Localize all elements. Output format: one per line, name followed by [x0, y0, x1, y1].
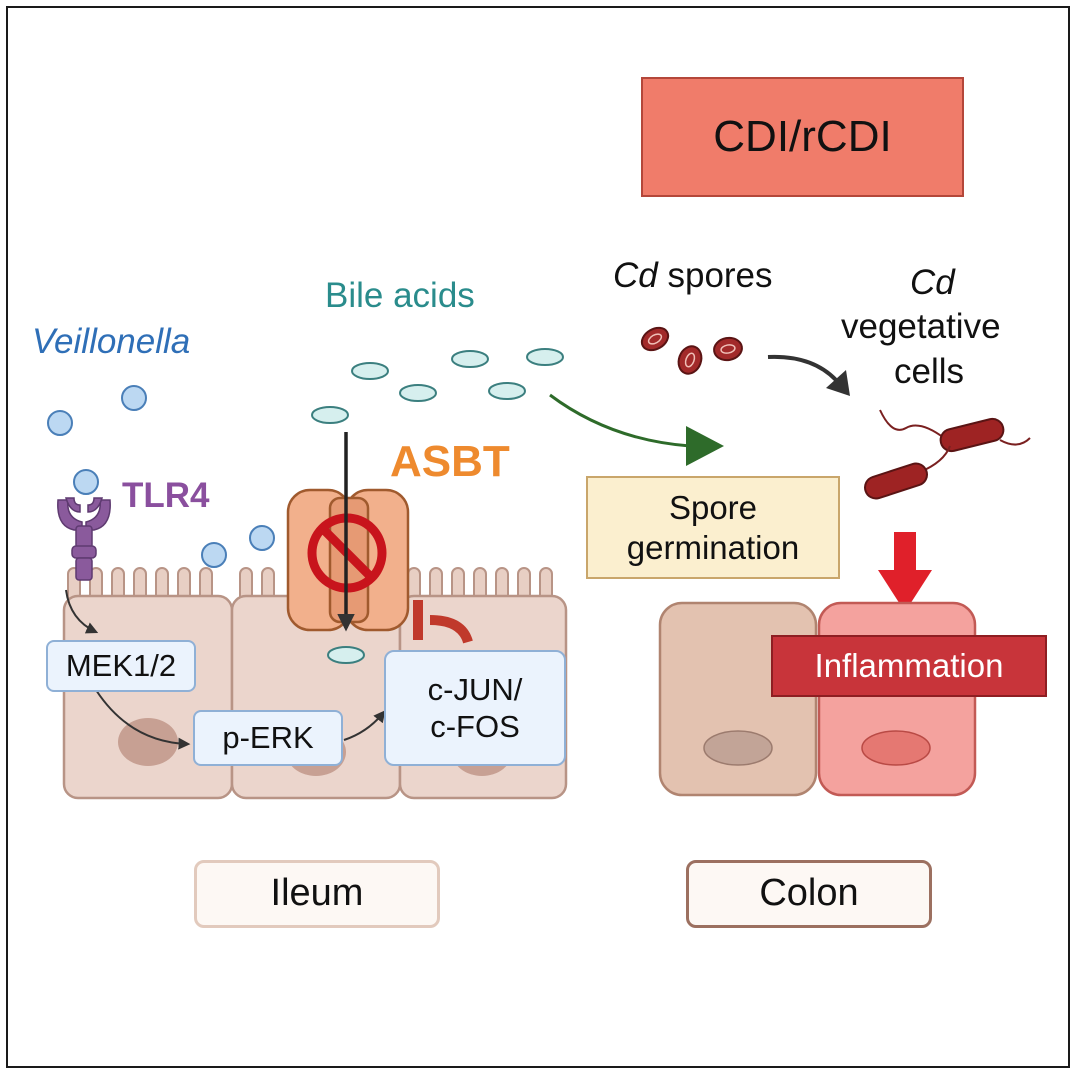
colon-cell-normal	[658, 601, 818, 797]
condition-box: CDI/rCDI	[641, 77, 964, 197]
inflammation-box: Inflammation	[771, 635, 1047, 697]
ileum-label: Ileum	[270, 872, 364, 915]
mek-box: MEK1/2	[46, 640, 196, 692]
cd-spores-italic: Cd	[613, 256, 658, 295]
veillonella-cells	[47, 385, 275, 568]
mek-label: MEK1/2	[65, 648, 177, 684]
bile-acid-particles	[311, 348, 564, 664]
inflammation-label: Inflammation	[814, 647, 1004, 685]
spore-germination-line1: Spore	[668, 488, 758, 526]
cd-spores	[640, 326, 743, 375]
spore-to-vegetative-arrowhead	[826, 370, 850, 396]
cd-vegetative-label-line1: Cd	[910, 263, 955, 302]
inflammation-arrow-shaft	[894, 532, 916, 574]
perk-label: p-ERK	[222, 720, 314, 756]
tlr4-to-mek-arrow	[65, 589, 99, 634]
perk-to-cjun-arrow	[343, 710, 386, 741]
germination-arrowhead	[686, 426, 724, 466]
colon-label-box: Colon	[686, 860, 932, 928]
colon-nucleus-inflamed	[861, 730, 931, 766]
veillonella-label: Veillonella	[32, 322, 191, 361]
spore-germination-line2: germination	[626, 528, 800, 566]
flagellum-upper-2	[999, 437, 1031, 446]
cd-vegetative-label-line3: cells	[894, 352, 965, 391]
cd-vegetative-label-line2: vegetative	[841, 307, 1001, 346]
perk-box: p-ERK	[193, 710, 343, 766]
cd-spores-label: Cd spores	[613, 258, 773, 293]
tlr4-label: TLR4	[122, 476, 210, 515]
asbt-label: ASBT	[390, 437, 510, 486]
cjun-cfos-box: c-JUN/ c-FOS	[384, 650, 566, 766]
colon-label: Colon	[759, 872, 859, 915]
cd-spores-rest: spores	[657, 256, 773, 295]
tlr4-receptor	[57, 497, 111, 581]
spore-germination-box: Spore germination	[586, 476, 840, 579]
spore-to-vegetative-arrow	[767, 354, 838, 382]
condition-label: CDI/rCDI	[713, 111, 892, 161]
cd-vegetative-cell-lower	[864, 462, 928, 500]
colon-cell-inflamed	[817, 601, 977, 797]
figure-frame	[6, 6, 1070, 1068]
bile-acids-label: Bile acids	[325, 276, 475, 315]
germination-arrow	[549, 393, 691, 448]
colon-nucleus-normal	[703, 730, 773, 766]
ileum-label-box: Ileum	[194, 860, 440, 928]
mek-to-perk-arrow	[95, 689, 191, 750]
cjun-label: c-JUN/	[427, 671, 523, 707]
flagellum-upper	[879, 409, 945, 439]
cd-vegetative-cell-upper	[939, 417, 1005, 453]
cd-spore-cores	[647, 333, 736, 368]
inflammation-arrowhead	[878, 570, 932, 612]
cfos-label: c-FOS	[430, 709, 520, 744]
inhibition-arc	[429, 615, 473, 644]
